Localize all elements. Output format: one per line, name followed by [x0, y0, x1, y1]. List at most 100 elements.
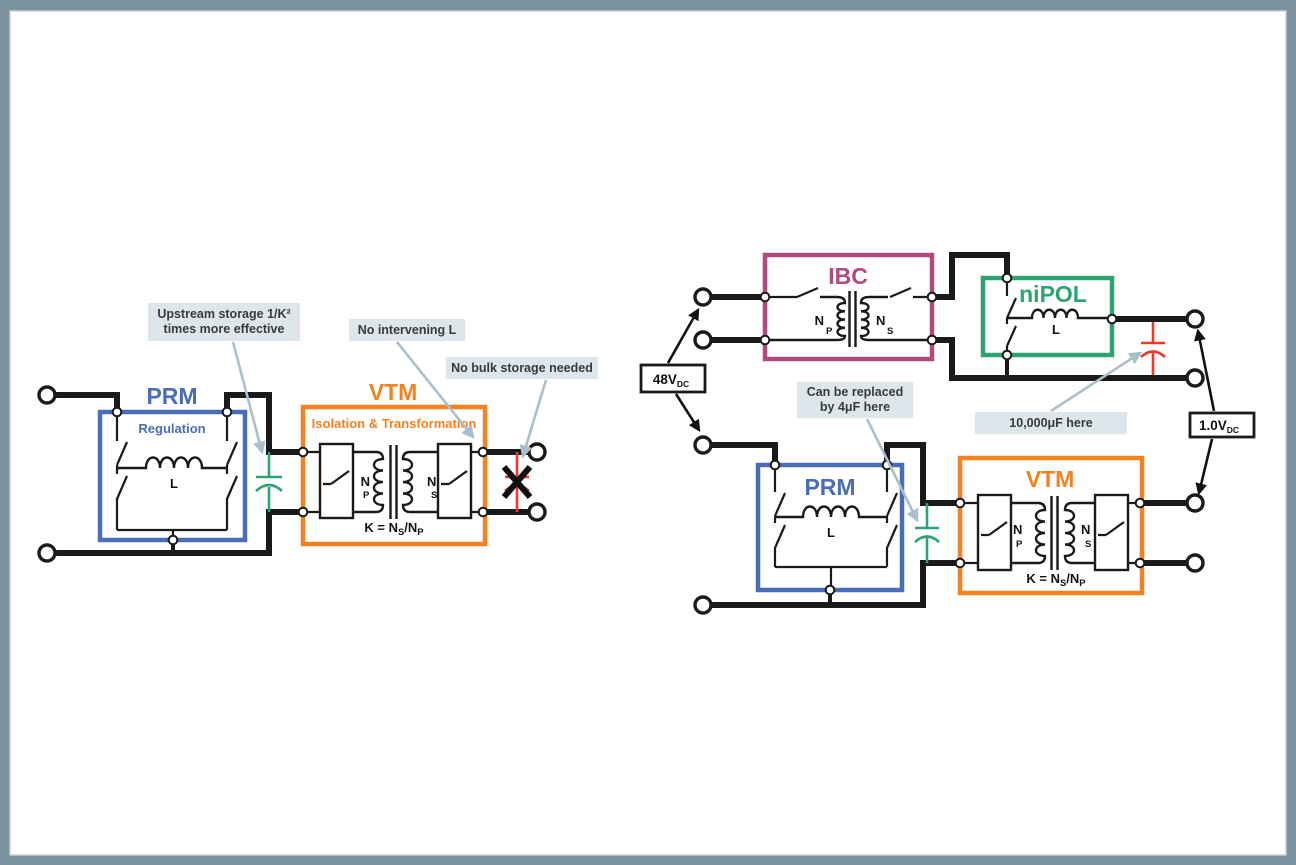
switch-icon: [115, 441, 129, 466]
np-label: N: [1013, 522, 1022, 537]
node-dot-icon: [221, 406, 233, 418]
callout-no-intervening-l: No intervening L: [349, 319, 475, 440]
vtm-module-box: [957, 455, 1145, 596]
callout-text: by 4μF here: [820, 400, 890, 414]
transformer-icon: [353, 445, 438, 519]
voltage-box: [1188, 411, 1256, 439]
switch-icon: [1098, 521, 1125, 537]
nipol-title: niPOL: [1019, 281, 1087, 307]
inductor-icon: [1007, 308, 1112, 320]
prm-module: PRM Regulation L: [97, 383, 248, 546]
ns-label: N: [1081, 522, 1090, 537]
wire: [47, 509, 303, 556]
transformer-icon: [765, 291, 932, 347]
switch-icon: [1005, 325, 1018, 347]
input-voltage-label: 48VDC: [653, 372, 689, 389]
voltage-sub: DC: [1227, 425, 1239, 435]
transformer-core: [389, 445, 398, 519]
node-dot-icon: [759, 291, 771, 303]
ns-label: N: [427, 474, 436, 489]
inductor-icon: [775, 505, 887, 519]
switch-icon: [441, 470, 468, 486]
k-sub-p: P: [417, 527, 424, 538]
prm-title: PRM: [804, 474, 855, 500]
capacitor-green-icon: [255, 452, 283, 512]
k-sub-p: P: [1079, 578, 1086, 589]
vtm-title: VTM: [369, 379, 418, 405]
inductor-label: L: [827, 525, 835, 540]
node-dot-icon: [1106, 313, 1118, 325]
node-dot-icon: [1001, 272, 1013, 284]
input-terminal-icon: [693, 330, 713, 350]
wire: [932, 252, 1010, 300]
node-dot-icon: [824, 584, 836, 596]
node-dot-icon: [111, 406, 123, 418]
callout-box: [148, 303, 300, 341]
callout-box: [797, 382, 913, 418]
switch-icon: [773, 524, 787, 549]
voltage-sub: DC: [677, 379, 689, 389]
np-sub-label: P: [826, 326, 833, 337]
capacitor-green-icon: [914, 503, 940, 563]
np-label: N: [361, 474, 370, 489]
output-terminal-icon: [527, 442, 547, 462]
callout-text: Can be replaced: [807, 385, 904, 399]
prm-vtm-diagram: PRM Regulation L: [37, 303, 598, 563]
callout-replace-4uf: Can be replaced by 4μF here: [797, 382, 919, 523]
ibc-module-box: [762, 252, 935, 362]
k-sub-s: S: [398, 527, 404, 538]
callout-text: 10,000μF here: [1009, 416, 1092, 430]
transformer-core: [1050, 496, 1059, 570]
switch-icon: [115, 475, 129, 500]
switch-icon: [1005, 297, 1018, 319]
input-terminal-icon: [37, 543, 57, 563]
transformer-primary-coil: [765, 295, 847, 342]
output-terminal-icon: [1185, 309, 1205, 329]
callout-arrow-icon: [231, 341, 266, 455]
callout-10000uf: 10,000μF here: [975, 351, 1143, 434]
ns-sub-label: S: [431, 490, 437, 501]
node-dot-icon: [954, 557, 966, 569]
callout-text: Upstream storage 1/K²: [157, 307, 290, 321]
vtm-module-box: [300, 404, 488, 547]
node-dot-icon: [167, 534, 179, 546]
node-dot-icon: [297, 506, 309, 518]
callout-upstream-storage: Upstream storage 1/K² times more effecti…: [148, 303, 300, 455]
ibc-nipol-prm-vtm-diagram: IBC N P N S niPOL: [639, 252, 1256, 615]
output-voltage-label: 1.0VDC: [1199, 418, 1239, 435]
capacitor-red-icon: [1140, 322, 1166, 375]
k-ratio-label: K = NS/NP: [364, 520, 424, 538]
x-mark-icon: [501, 465, 533, 499]
ns-label: N: [876, 313, 885, 328]
input-terminal-icon: [693, 435, 713, 455]
node-dot-icon: [954, 497, 966, 509]
callout-no-bulk-storage: No bulk storage needed: [446, 357, 598, 459]
callout-arrow-icon: [1050, 351, 1143, 413]
output-terminal-icon: [1185, 493, 1205, 513]
inductor-label: L: [1052, 322, 1060, 337]
node-dot-icon: [1001, 349, 1013, 361]
node-dot-icon: [769, 459, 781, 471]
node-dot-icon: [477, 506, 489, 518]
switch-icon: [225, 441, 239, 466]
voltage-box: [639, 363, 707, 394]
switch-box-icon: [1093, 493, 1130, 572]
inductor-icon: [117, 456, 227, 470]
wire: [884, 442, 960, 506]
arrow-icon: [666, 307, 700, 364]
k-prefix: K = N: [1026, 571, 1060, 586]
wire: [960, 501, 1140, 565]
node-dot-icon: [1134, 497, 1146, 509]
k-ratio-label: K = NS/NP: [1026, 571, 1086, 589]
node-dot-icon: [926, 291, 938, 303]
node-dot-icon: [477, 446, 489, 458]
ns-sub-label: S: [1085, 539, 1091, 550]
wire: [703, 442, 778, 465]
regulation-subtitle: Regulation: [138, 421, 205, 436]
callout-text: No intervening L: [358, 323, 457, 337]
transformer-secondary-coil: [859, 295, 932, 342]
voltage-value: 48V: [653, 372, 677, 387]
switch-icon: [981, 521, 1008, 537]
k-slash: /N: [404, 520, 417, 535]
transformer-icon: [1011, 496, 1095, 570]
